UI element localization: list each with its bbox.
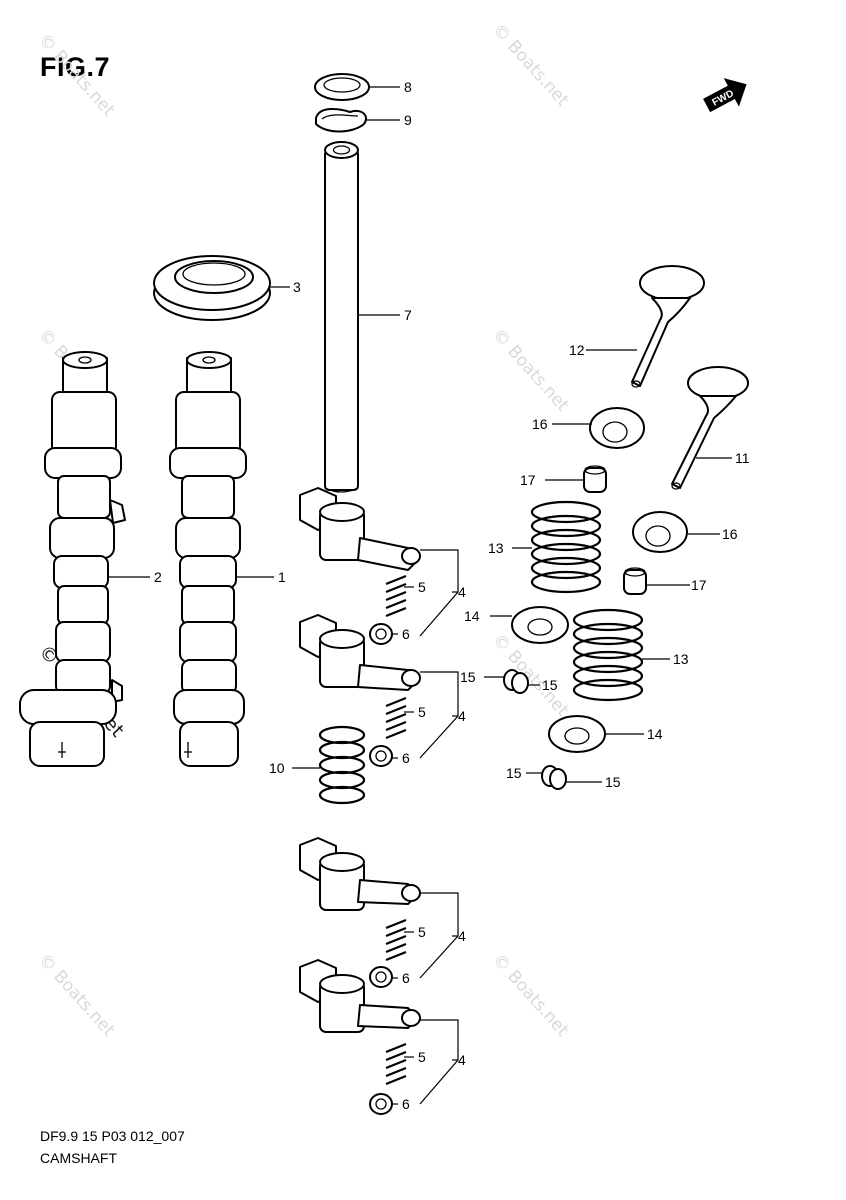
callout-6: 6 [402, 970, 410, 986]
figure-title: FIG.7 [40, 52, 111, 82]
watermark-group: © Boats.net © Boats.net © Boats.net © Bo… [34, 20, 572, 1041]
watermark: © Boats.net [34, 30, 118, 121]
callout-3: 3 [293, 279, 301, 295]
callout-16: 16 [532, 416, 548, 432]
callout-11: 11 [735, 450, 750, 466]
part-14-seat-lower [548, 715, 606, 753]
callout-15: 15 [506, 765, 522, 781]
callout-4: 4 [458, 708, 466, 724]
part-15-cotter-upper [503, 669, 529, 694]
part-10-spring [318, 725, 366, 805]
watermark: © Boats.net [488, 950, 572, 1041]
part-17-seal-lower [623, 567, 647, 595]
leader-lines [108, 86, 732, 1105]
callout-14: 14 [647, 726, 663, 742]
callout-1: 1 [278, 569, 286, 585]
part-9-o-ring [315, 108, 368, 133]
callout-4: 4 [458, 928, 466, 944]
fwd-arrow-icon: FWD [703, 78, 747, 113]
callout-17: 17 [520, 472, 536, 488]
rocker-arm-assembly-1 [299, 487, 421, 645]
part-16-retainer-lower [632, 511, 688, 553]
part-12-valve [631, 265, 705, 388]
callout-13: 13 [488, 540, 504, 556]
callout-8: 8 [404, 79, 412, 95]
callout-10: 10 [269, 760, 285, 776]
diagram-title: CAMSHAFT [40, 1150, 117, 1166]
part-8-washer [314, 73, 370, 101]
callout-4: 4 [458, 584, 466, 600]
watermark: © Boats.net [488, 325, 572, 416]
callout-12: 12 [569, 342, 585, 358]
callout-15: 15 [542, 677, 558, 693]
part-2-camshaft [19, 351, 126, 767]
fwd-label: FWD [710, 88, 735, 108]
watermark: © Boats.net [488, 20, 572, 111]
callout-5: 5 [418, 924, 426, 940]
callout-15: 15 [460, 669, 476, 685]
part-11-valve [671, 366, 749, 490]
callout-16: 16 [722, 526, 738, 542]
part-13-spring-lower [572, 608, 644, 702]
part-14-seat-upper [511, 606, 569, 644]
part-15-cotter-lower [541, 765, 567, 790]
part-16-retainer-upper [589, 407, 645, 449]
watermark: © Boats.net [34, 950, 118, 1041]
callout-5: 5 [418, 1049, 426, 1065]
callout-6: 6 [402, 1096, 410, 1112]
part-3-seal [153, 255, 271, 321]
watermark: © Boats.net [488, 630, 572, 721]
part-7-rocker-shaft [324, 141, 359, 493]
callout-14: 14 [464, 608, 480, 624]
rocker-arm-assembly-4 [299, 959, 421, 1115]
callout-15: 15 [605, 774, 621, 790]
callout-5: 5 [418, 579, 426, 595]
part-1-camshaft [169, 351, 247, 767]
callout-7: 7 [404, 307, 412, 323]
diagram-code: DF9.9 15 P03 012_007 [40, 1128, 185, 1144]
part-17-seal-upper [583, 465, 607, 493]
callout-6: 6 [402, 626, 410, 642]
rocker-arm-assembly-2 [299, 614, 421, 767]
callout-13: 13 [673, 651, 689, 667]
callout-17: 17 [691, 577, 707, 593]
callout-6: 6 [402, 750, 410, 766]
callout-4: 4 [458, 1052, 466, 1068]
rocker-arm-assembly-3 [299, 837, 421, 988]
callout-2: 2 [154, 569, 162, 585]
callout-9: 9 [404, 112, 412, 128]
callout-labels: 8 9 3 7 2 1 12 11 16 16 17 17 13 13 14 1… [154, 79, 750, 1112]
part-13-spring-upper [530, 500, 602, 594]
callout-5: 5 [418, 704, 426, 720]
